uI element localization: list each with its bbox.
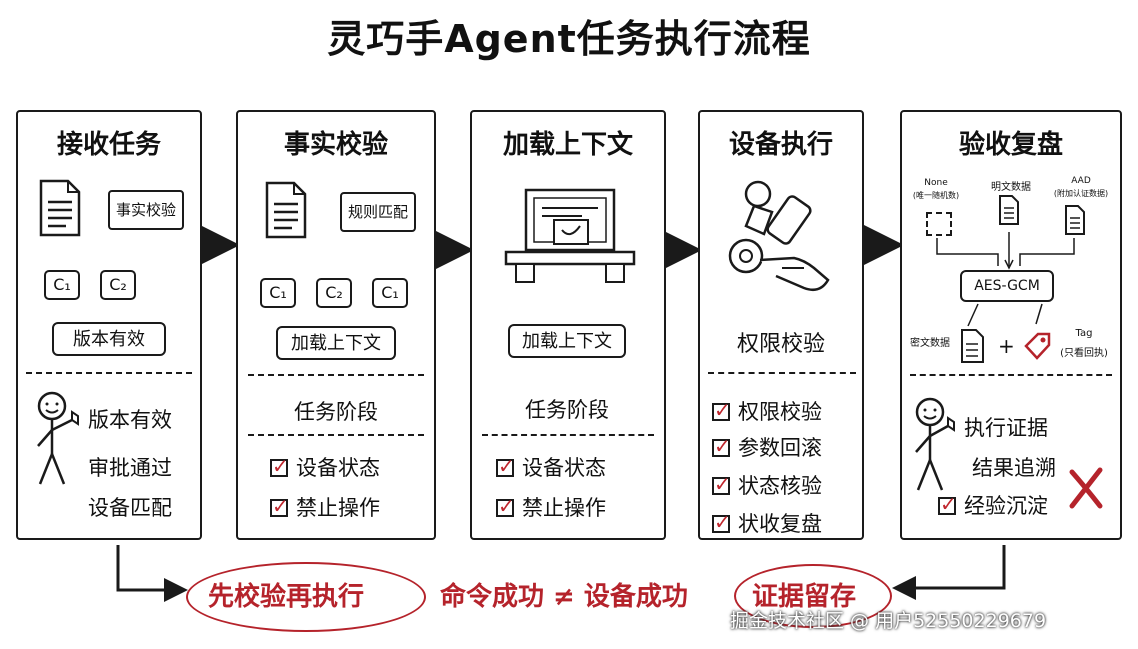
checkbox-icon	[496, 494, 515, 518]
permission-check-label: 权限校验	[736, 332, 825, 357]
check-experience: 经验沉淀	[938, 490, 1048, 520]
check-param-rollback: 参数回滚	[712, 432, 822, 462]
evidence-retention-label: 证据留存	[752, 582, 857, 612]
rule-match-bubble: 规则匹配	[340, 192, 416, 232]
check-forbidden-ops: 禁止操作	[496, 492, 606, 522]
command-vs-device-label: 命令成功 ≠ 设备成功	[440, 582, 688, 612]
verify-first-label: 先校验再执行	[208, 582, 365, 612]
watermark: 掘金技术社区 @ 用户52550229679	[730, 610, 1047, 632]
tag-icon	[1024, 332, 1051, 360]
bottom-left-arrow	[116, 545, 188, 602]
task-stage-label: 任务阶段	[294, 400, 378, 424]
panel-heading: 接收任务	[56, 130, 161, 160]
bottom-right-arrow	[892, 545, 1006, 600]
condition-c2: C₂	[100, 270, 136, 300]
ciphertext-label: 密文数据	[910, 338, 950, 349]
divider	[482, 434, 654, 436]
item-version-valid: 版本有效	[88, 408, 172, 432]
checkbox-icon	[712, 434, 731, 458]
aad-doc-icon	[1065, 205, 1085, 235]
stick-figure-icon	[37, 391, 79, 485]
aad-label: AAD	[1071, 176, 1091, 186]
panel-load-context: 加载上下文 加载上下文 任务阶段 设备状态 禁止操作	[470, 110, 666, 540]
red-cross-icon	[1069, 467, 1103, 509]
panel-heading: 加载上下文	[502, 130, 633, 160]
highlight-oval-left	[186, 562, 426, 632]
robotic-hand-icon	[728, 180, 830, 291]
checkbox-icon	[938, 492, 957, 516]
aes-gcm-box: AES-GCM	[960, 270, 1054, 302]
item-execution-evidence: 执行证据	[964, 416, 1048, 440]
highlight-oval-right	[734, 564, 892, 628]
plaintext-label: 明文数据	[991, 182, 1031, 193]
tag-label: Tag	[1075, 328, 1093, 339]
panel-device-execution: 设备执行 权限校验 权限校验 参数回滚 状态核验 状收复盘	[698, 110, 864, 540]
checkbox-icon	[270, 494, 289, 518]
nonce-label: None	[924, 178, 948, 188]
item-result-trace: 结果追溯	[972, 456, 1056, 480]
version-valid-box: 版本有效	[52, 322, 166, 356]
task-stage-label: 任务阶段	[525, 398, 609, 422]
stick-figure-icon	[915, 397, 955, 491]
panel-heading: 设备执行	[728, 130, 833, 160]
checkbox-icon	[270, 454, 289, 478]
fact-check-bubble: 事实校验	[108, 190, 184, 230]
checkbox-icon	[712, 472, 731, 496]
panel-fact-check: 事实校验 规则匹配 C₁ C₂ C₁ 加载上下文 任务阶段 设备状态 禁止操作	[236, 110, 436, 540]
panel-heading: 事实校验	[283, 130, 388, 160]
check-device-status: 设备状态	[496, 452, 606, 482]
panel-receive-task: 接收任务 事实校验 C₁ C₂ 版本有效 版本有效 审批通过 设备匹配	[16, 110, 202, 540]
document-icon	[39, 179, 81, 237]
checkbox-icon	[496, 454, 515, 478]
load-context-box: 加载上下文	[276, 326, 396, 360]
condition-c1: C₁	[44, 270, 80, 300]
diagram-title: 灵巧手Agent任务执行流程	[327, 17, 811, 61]
check-review: 状收复盘	[712, 508, 822, 538]
nonce-box-icon	[926, 212, 952, 236]
checkbox-icon	[712, 510, 731, 534]
item-approval-passed: 审批通过	[88, 456, 172, 480]
divider	[708, 372, 856, 374]
document-icon	[265, 181, 307, 239]
workstation-icon	[504, 188, 636, 283]
check-permission: 权限校验	[712, 396, 822, 426]
aad-sublabel: (附加认证数据)	[1053, 189, 1109, 198]
divider	[248, 434, 424, 436]
checkbox-icon	[712, 398, 731, 422]
plaintext-doc-icon	[999, 195, 1019, 225]
tag-sublabel: (只看回执)	[1060, 348, 1108, 359]
panel-acceptance-review: 验收复盘 None (唯一随机数) 明文数据 AAD (附加认证数据) AES-…	[900, 110, 1122, 540]
panel-heading: 验收复盘	[958, 130, 1063, 160]
condition-c1: C₁	[260, 278, 296, 308]
nonce-sublabel: (唯一随机数)	[912, 191, 960, 200]
divider	[910, 374, 1112, 376]
divider	[26, 372, 192, 374]
plus-sign: +	[998, 334, 1015, 358]
item-device-match: 设备匹配	[88, 496, 172, 520]
ciphertext-doc-icon	[961, 329, 984, 363]
condition-c2: C₂	[316, 278, 352, 308]
crypto-flow-lines	[936, 232, 1075, 327]
condition-c1-alt: C₁	[372, 278, 408, 308]
check-state-verify: 状态核验	[712, 470, 822, 500]
check-device-status: 设备状态	[270, 452, 380, 482]
load-context-box: 加载上下文	[508, 324, 626, 358]
check-forbidden-ops: 禁止操作	[270, 492, 380, 522]
divider	[248, 374, 424, 376]
